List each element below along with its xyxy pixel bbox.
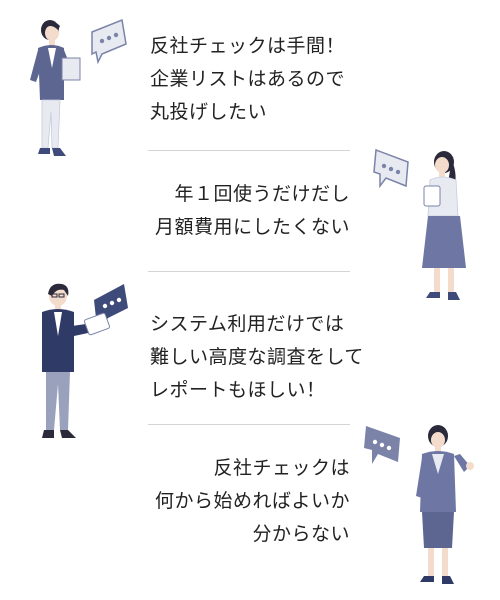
quote-line: 企業リストはあるので [150, 68, 346, 90]
quote-line: 反社チェックは手間！ [150, 35, 346, 57]
quote-line: 丸投げしたい [150, 101, 268, 123]
person-woman-tablet-illustration [373, 148, 466, 300]
divider [148, 150, 350, 151]
quote-line: 反社チェックは [213, 457, 350, 479]
testimonial-quote: 反社チェックは 何から始めればよいか 分からない [155, 452, 350, 551]
person-man-tablet-illustration [42, 283, 128, 438]
person-woman-notebook-illustration [30, 18, 127, 156]
testimonial-quote: システム利用だけでは 難しい高度な調査をして レポートもほしい！ [150, 308, 364, 407]
quote-line: 難しい高度な調査をして [150, 346, 364, 368]
divider [148, 271, 350, 272]
quote-line: 月額費用にしたくない [154, 216, 350, 238]
person-woman-suit-illustration [364, 425, 474, 584]
speech-bubble-icon [373, 148, 409, 189]
quote-line: 何から始めればよいか [154, 490, 350, 512]
quote-line: 分からない [252, 523, 350, 545]
quote-line: レポートもほしい！ [150, 379, 326, 401]
testimonial-quote: 反社チェックは手間！ 企業リストはあるので 丸投げしたい [150, 30, 345, 129]
quote-line: 年１回使うだけだし [174, 183, 350, 205]
speech-bubble-icon [91, 18, 127, 65]
testimonial-quote: 年１回使うだけだし 月額費用にしたくない [155, 178, 350, 244]
speech-bubble-icon [364, 426, 400, 464]
divider [148, 424, 350, 425]
quote-line: システム利用だけでは [150, 313, 345, 335]
